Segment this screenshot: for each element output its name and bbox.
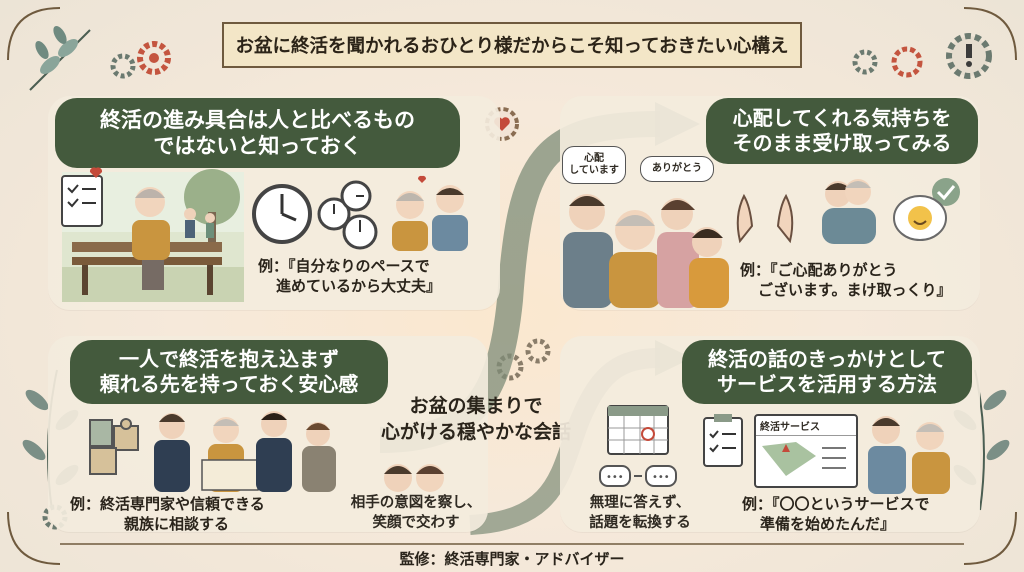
heading-line: サービスを活用する方法: [717, 372, 937, 396]
speech-bubble-worry: 心配 しています: [562, 146, 626, 184]
example-line: 例：『自分なりのペースで: [258, 257, 430, 275]
example-line: 準備を始めたんだ』: [760, 515, 896, 534]
advisor-couple-illustration: [868, 416, 950, 494]
puzzle-icon: [89, 418, 139, 475]
heading-pace: 終活の進み具合は人と比べるもの ではないと知っておく: [55, 98, 460, 168]
example-line: ございます。まけ取っくり』: [758, 281, 952, 300]
service-screen-label: 終活サービス: [756, 416, 856, 436]
checklist-icon: [61, 167, 103, 227]
heading-service: 終活の話のきっかけとして サービスを活用する方法: [682, 340, 972, 404]
tip-read-intent: 相手の意図を察し、 笑顔で交わす: [336, 494, 496, 533]
example-support: 例：終活専門家や信頼できる 親族に相談する: [70, 494, 360, 535]
center-title-line: 心がける穏やかな会話: [380, 420, 571, 443]
heading-line: 終活の進み具合は人と比べるもの: [100, 107, 415, 132]
example-line: 進めているから大丈夫』: [276, 277, 442, 296]
heading-line: 終活の話のきっかけとして: [708, 347, 946, 371]
couple-illustration: [392, 175, 468, 251]
bubble-line: しています: [569, 165, 619, 176]
checklist-icon: [703, 414, 743, 467]
heading-line: 頼れる先を持っておく安心感: [99, 372, 359, 396]
family-illustration: [563, 194, 729, 308]
page-title: お盆に終活を聞かれるおひとり様だからこそ知っておきたい心構え: [222, 22, 802, 68]
heading-line: ではないと知っておく: [153, 134, 362, 158]
consultation-illustration: [154, 411, 336, 492]
bubble-line: 心配: [584, 152, 604, 164]
chat-icon: ••• •••: [599, 465, 677, 487]
tip-change-topic: 無理に答えず、 話題を転換する: [570, 494, 710, 533]
calendar-icon: [607, 405, 669, 455]
alert-gear-icon: [852, 33, 992, 79]
tip-line: 無理に答えず、: [589, 495, 691, 511]
hands-icon: [736, 193, 794, 244]
center-title-line: お盆の集まりで: [409, 395, 543, 417]
leaf-icon: [29, 25, 91, 91]
heading-accept: 心配してくれる気持ちを そのまま受け取ってみる: [706, 98, 978, 164]
laptop-map-icon: 終活サービス: [754, 414, 858, 488]
gear-icon: [110, 41, 171, 79]
example-line: 親族に相談する: [124, 515, 230, 534]
speech-bubble-thanks: ありがとう: [640, 156, 714, 182]
heading-line: そのまま受け取ってみる: [732, 131, 952, 155]
example-line: 例：『ご心配ありがとう: [740, 261, 898, 279]
svg-text:•••: •••: [652, 472, 670, 483]
map-icon: [762, 442, 846, 476]
smile-check-icon: [893, 178, 960, 241]
tip-line: 相手の意図を察し、: [350, 495, 482, 511]
tip-line: 笑顔で交わす: [372, 514, 460, 531]
bubble-line: ありがとう: [652, 162, 702, 174]
svg-text:•••: •••: [606, 472, 624, 483]
heading-line: 心配してくれる気持ちを: [732, 106, 952, 130]
hug-illustration: [822, 179, 876, 244]
tip-line: 話題を転換する: [589, 514, 691, 531]
heading-support: 一人で終活を抱え込まず 頼れる先を持っておく安心感: [70, 340, 388, 404]
example-accept: 例：『ご心配ありがとう ございます。まけ取っくり』: [740, 260, 980, 301]
example-service: 例：『〇〇というサービスで 準備を始めたんだ』: [742, 494, 962, 535]
clock-icon: [252, 180, 378, 250]
smiling-faces-illustration: [384, 464, 444, 492]
example-line: 例：『〇〇というサービスで: [742, 495, 930, 513]
example-pace: 例：『自分なりのペースで 進めているから大丈夫』: [258, 256, 498, 297]
example-line: 例：終活専門家や信頼できる: [70, 495, 265, 513]
center-title: お盆の集まりで 心がける穏やかな会話: [374, 394, 578, 445]
heading-line: 一人で終活を抱え込まず: [119, 347, 339, 371]
footer-supervisor: 監修：終活専門家・アドバイザー: [399, 550, 625, 568]
